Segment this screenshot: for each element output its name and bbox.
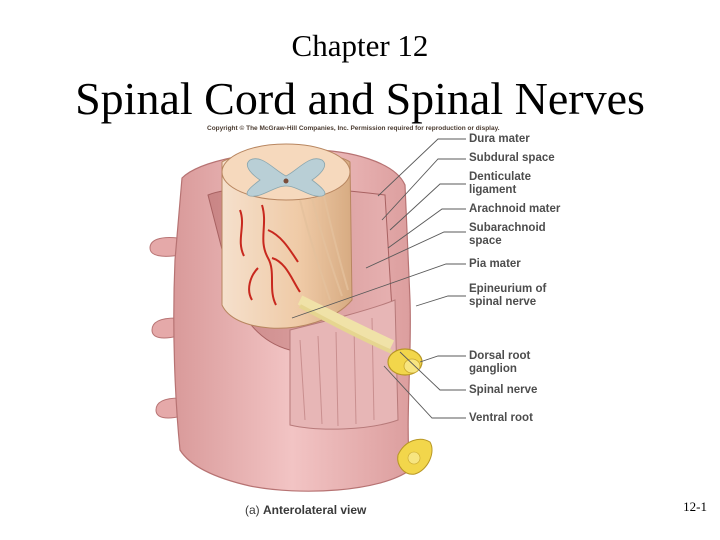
spinal-cord-illustration (149, 143, 433, 492)
label-spinal-nerve: Spinal nerve (469, 384, 537, 397)
cord-cross-section (221, 143, 351, 201)
label-subdural-space: Subdural space (469, 152, 555, 165)
label-line: Dura mater (469, 133, 530, 145)
label-arachnoid-mater: Arachnoid mater (469, 203, 560, 216)
label-line: Ventral root (469, 412, 533, 424)
caption-letter: (a) (245, 503, 260, 517)
label-line: Arachnoid mater (469, 203, 561, 215)
label-line: Subdural space (469, 152, 555, 164)
nerve-stump (149, 237, 181, 257)
nerve-stump (155, 397, 183, 419)
caption-text: Anterolateral view (263, 503, 367, 517)
label-line: ganglion (469, 363, 517, 375)
label-denticulate-ligament: Denticulate ligament (469, 171, 531, 197)
label-line: Dorsal root (469, 350, 531, 362)
label-pia-mater: Pia mater (469, 258, 521, 271)
label-line: ligament (469, 184, 517, 196)
label-ventral-root: Ventral root (469, 412, 533, 425)
gray-matter (246, 158, 326, 197)
label-line: Subarachnoid (469, 222, 546, 234)
label-dura-mater: Dura mater (469, 133, 530, 146)
nerve-stump (151, 317, 179, 339)
label-line: Pia mater (469, 258, 521, 270)
label-line: Epineurium of (469, 283, 547, 295)
label-line: Spinal nerve (469, 384, 538, 396)
label-line: space (469, 235, 502, 247)
label-line: spinal nerve (469, 296, 537, 308)
slide-title: Spinal Cord and Spinal Nerves (75, 73, 645, 124)
blood-vessel (239, 204, 301, 306)
central-canal (283, 178, 289, 184)
label-subarachnoid-space: Subarachnoid space (469, 222, 546, 248)
label-epineurium: Epineurium of spinal nerve (469, 283, 546, 309)
chapter-heading: Chapter 12 (291, 28, 429, 63)
label-line: Denticulate (469, 171, 531, 183)
page-number: 12-1 (683, 499, 707, 514)
copyright-notice: Copyright © The McGraw-Hill Companies, I… (207, 125, 500, 132)
label-dorsal-root-ganglion: Dorsal root ganglion (469, 350, 530, 376)
figure-caption: (a) Anterolateral view (245, 503, 366, 517)
